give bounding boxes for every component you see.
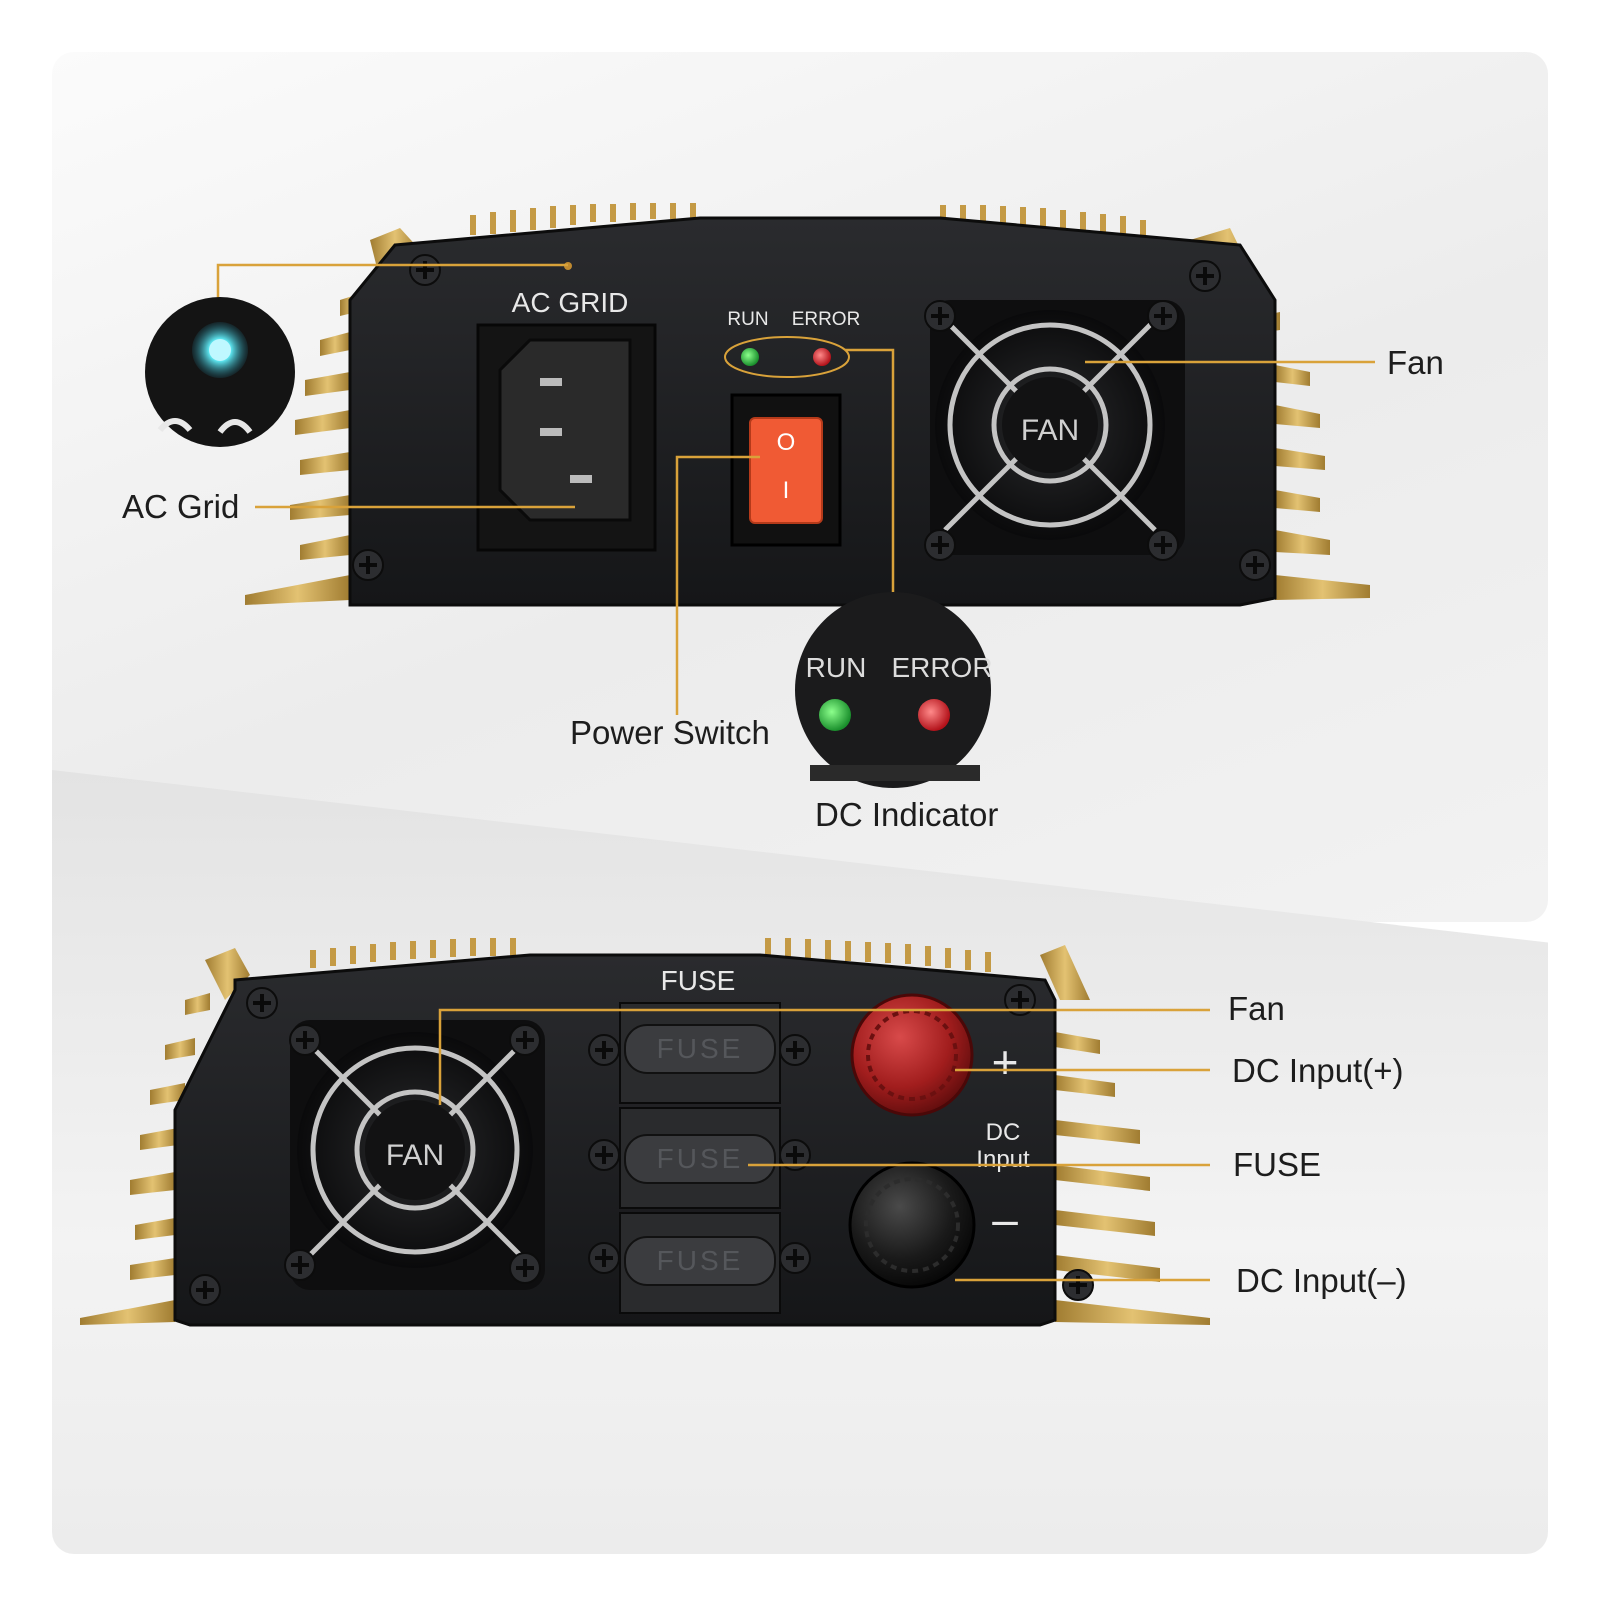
ac-pin xyxy=(540,428,562,436)
callout-ac-grid: AC Grid xyxy=(122,488,239,525)
screw-icon xyxy=(923,528,957,562)
run-led-icon xyxy=(819,699,851,731)
callout-dc-indicator: DC Indicator xyxy=(815,796,998,833)
screw-icon xyxy=(778,1033,812,1067)
callout-dc-input-minus: DC Input(–) xyxy=(1236,1262,1407,1299)
top-leader-lines xyxy=(216,263,1375,715)
dc-plus-label: + xyxy=(992,1036,1019,1088)
screw-icon xyxy=(587,1241,621,1275)
switch-on-label: I xyxy=(783,477,790,504)
fuse-panel-title: FUSE xyxy=(661,965,736,996)
dc-input-negative-terminal[interactable] xyxy=(848,1161,976,1289)
indicator-highlight xyxy=(724,336,850,378)
ac-pin xyxy=(540,378,562,386)
ac-pin xyxy=(570,475,592,483)
fan-panel-label: FAN xyxy=(386,1139,444,1172)
dc-input-label-line2: Input xyxy=(976,1146,1030,1173)
screw-icon xyxy=(1188,259,1222,293)
top-heatsink-top xyxy=(470,203,1146,236)
fuse-cover-label: FUSE xyxy=(657,1033,744,1064)
dc-indicator-zoom: RUN ERROR xyxy=(795,592,993,788)
fuse-cover[interactable] xyxy=(624,1236,776,1286)
run-panel-label: RUN xyxy=(727,309,768,330)
screw-icon xyxy=(778,1241,812,1275)
ac-grid-socket[interactable] xyxy=(498,338,632,522)
top-fan: FAN xyxy=(923,299,1185,562)
callout-fan-bottom: Fan xyxy=(1228,990,1285,1027)
error-led-icon xyxy=(813,348,831,366)
switch-off-label: O xyxy=(777,429,796,456)
callout-dc-input-plus: DC Input(+) xyxy=(1232,1052,1403,1089)
error-led-icon xyxy=(918,699,950,731)
fan-panel-label: FAN xyxy=(1021,414,1079,447)
dc-input-label-line1: DC xyxy=(986,1119,1021,1146)
screw-icon xyxy=(408,253,442,287)
power-switch[interactable] xyxy=(749,417,823,524)
fuse-cover[interactable] xyxy=(624,1134,776,1184)
screw-icon xyxy=(508,1023,542,1057)
run-led-icon xyxy=(741,348,759,366)
bottom-heatsink-left xyxy=(80,948,250,1325)
screw-icon xyxy=(923,299,957,333)
fuse-cover-label: FUSE xyxy=(657,1245,744,1276)
screw-icon xyxy=(587,1033,621,1067)
screw-icon xyxy=(245,986,279,1020)
bottom-heatsink-right xyxy=(1040,945,1210,1325)
top-inverter-unit: AC GRID RUN ERROR O I FAN xyxy=(245,203,1370,607)
screw-icon xyxy=(288,1023,322,1057)
ac-grid-panel-label: AC GRID xyxy=(512,287,629,318)
screw-icon xyxy=(188,1273,222,1307)
screw-icon xyxy=(1238,548,1272,582)
screw-icon xyxy=(1146,299,1180,333)
callout-labels: AC Grid Fan Power Switch DC Indicator Fa… xyxy=(122,344,1444,1299)
callout-fuse: FUSE xyxy=(1233,1146,1321,1183)
screw-icon xyxy=(1146,528,1180,562)
fan-guard-icon xyxy=(943,318,1157,532)
error-panel-label: ERROR xyxy=(792,309,861,330)
bottom-fan: FAN xyxy=(283,1020,545,1290)
zoom-error-label: ERROR xyxy=(891,652,992,683)
callout-fan-top: Fan xyxy=(1387,344,1444,381)
screw-icon xyxy=(1061,1268,1095,1302)
screw-icon xyxy=(351,548,385,582)
screw-icon xyxy=(508,1251,542,1285)
zoom-run-label: RUN xyxy=(806,652,867,683)
screw-icon xyxy=(283,1248,317,1282)
callout-power-switch: Power Switch xyxy=(570,714,770,751)
bottom-leader-lines xyxy=(438,1008,1210,1282)
fuse-cover[interactable] xyxy=(624,1024,776,1074)
fuse-cover-label: FUSE xyxy=(657,1143,744,1174)
screw-icon xyxy=(587,1138,621,1172)
bottom-heatsink-top xyxy=(310,938,991,972)
status-led-zoom xyxy=(145,297,295,447)
dc-minus-label: – xyxy=(992,1193,1018,1245)
bottom-inverter-unit: FAN FUSE FUSE FUSE FUSE + DC xyxy=(80,938,1210,1327)
